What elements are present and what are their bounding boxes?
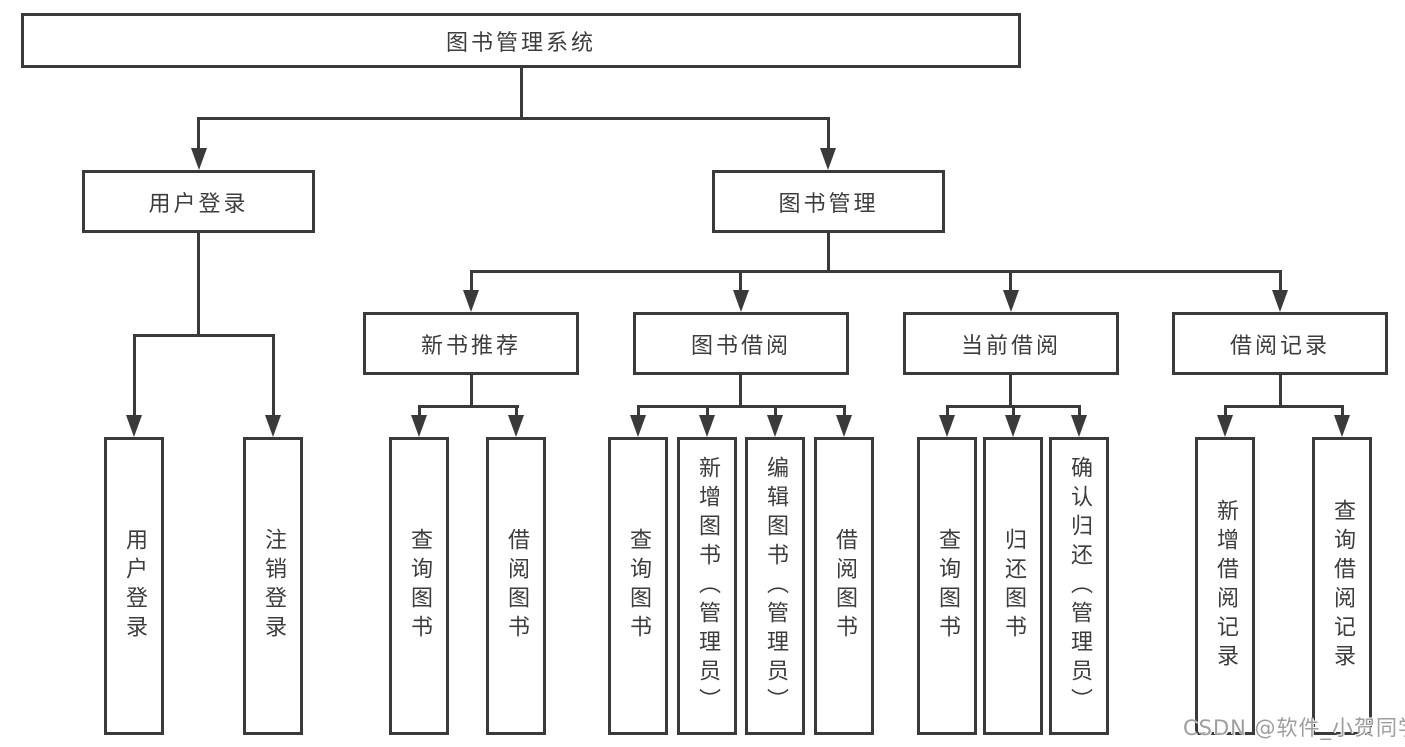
arrow-down-icon: [1003, 290, 1019, 312]
arrow-down-icon: [1071, 415, 1087, 437]
leaf-borrow-query: 查询图书: [608, 437, 668, 735]
node-user-login: 用户登录: [82, 170, 315, 233]
connector-drop: [637, 405, 640, 418]
connector-drop: [1012, 405, 1015, 418]
connector-drop: [946, 405, 949, 418]
leaf-query-borrow-record: 查询借阅记录: [1312, 437, 1372, 735]
leaf-confirm-return-admin-label: 确认归还（管理员）: [1067, 455, 1092, 717]
arrow-down-icon: [1005, 415, 1021, 437]
node-root-label: 图书管理系统: [445, 30, 596, 56]
node-book-borrow-label: 图书借阅: [690, 333, 791, 359]
node-book-borrow: 图书借阅: [633, 312, 849, 375]
leaf-borrow-query-label: 查询图书: [626, 528, 651, 644]
arrow-down-icon: [630, 415, 646, 437]
connector-root-hbar: [197, 117, 830, 120]
leaf-confirm-return-admin: 确认归还（管理员）: [1049, 437, 1109, 735]
connector-borrow-records-drop: [1279, 270, 1282, 292]
connector-current-borrow-stem: [1009, 373, 1012, 408]
leaf-logout-label: 注销登录: [261, 528, 286, 644]
connector-new-book-stem: [470, 373, 473, 408]
leaf-new-book-borrow-label: 借阅图书: [504, 528, 529, 644]
connector-drop: [1078, 405, 1081, 418]
leaf-borrow-book: 借阅图书: [814, 437, 874, 735]
connector-drop: [1224, 405, 1227, 418]
node-book-management: 图书管理: [712, 170, 945, 233]
leaf-logout: 注销登录: [243, 437, 303, 735]
leaf-edit-book-admin: 编辑图书（管理员）: [745, 437, 805, 735]
connector-book-borrow-drop: [739, 270, 742, 292]
connector-drop: [774, 405, 777, 418]
arrow-down-icon: [463, 290, 479, 312]
arrow-down-icon: [411, 415, 427, 437]
arrow-down-icon: [767, 415, 783, 437]
leaf-new-book-query-label: 查询图书: [407, 528, 432, 644]
connector-book-mgmt-drop: [827, 117, 830, 151]
leaf-borrow-book-label: 借阅图书: [832, 528, 857, 644]
leaf-return-book: 归还图书: [983, 437, 1043, 735]
leaf-user-login: 用户登录: [104, 437, 164, 735]
connector-leaf-login-drop: [133, 334, 136, 418]
leaf-current-query-label: 查询图书: [935, 528, 960, 644]
node-borrow-records: 借阅记录: [1172, 312, 1388, 375]
connector-drop: [843, 405, 846, 418]
leaf-current-query: 查询图书: [917, 437, 977, 735]
arrow-down-icon: [126, 415, 142, 437]
connector-book-borrow-stem: [739, 373, 742, 408]
node-new-book-recommend-label: 新书推荐: [420, 333, 521, 359]
node-borrow-records-label: 借阅记录: [1229, 333, 1330, 359]
connector-current-borrow-drop: [1009, 270, 1012, 292]
node-new-book-recommend: 新书推荐: [363, 312, 579, 375]
node-current-borrow: 当前借阅: [903, 312, 1119, 375]
arrow-down-icon: [939, 415, 955, 437]
arrow-down-icon: [1334, 415, 1350, 437]
leaf-return-book-label: 归还图书: [1001, 528, 1026, 644]
arrow-down-icon: [191, 148, 207, 170]
leaf-query-borrow-record-label: 查询借阅记录: [1330, 499, 1355, 673]
connector-user-login-stem: [197, 231, 200, 337]
leaf-add-book-admin: 新增图书（管理员）: [677, 437, 737, 735]
arrow-down-icon: [733, 290, 749, 312]
connector-book-mgmt-stem: [827, 231, 830, 273]
arrow-down-icon: [1272, 290, 1288, 312]
leaf-add-borrow-record-label: 新增借阅记录: [1213, 499, 1238, 673]
connector-drop: [706, 405, 709, 418]
connector-borrow-records-stem: [1279, 373, 1282, 408]
node-book-management-label: 图书管理: [778, 191, 879, 217]
connector-user-login-drop: [197, 117, 200, 151]
arrow-down-icon: [1217, 415, 1233, 437]
arrow-down-icon: [265, 415, 281, 437]
csdn-watermark: CSDN @软件_小贺同学: [1183, 716, 1405, 740]
node-root-system: 图书管理系统: [21, 13, 1021, 68]
arrow-down-icon: [820, 148, 836, 170]
connector-new-book-hbar: [418, 405, 519, 408]
connector-drop: [418, 405, 421, 418]
node-current-borrow-label: 当前借阅: [960, 333, 1061, 359]
connector-drop: [515, 405, 518, 418]
connector-leaf-logout-drop: [272, 334, 275, 418]
leaf-add-borrow-record: 新增借阅记录: [1195, 437, 1255, 735]
connector-user-login-hbar: [133, 334, 275, 337]
connector-book-mgmt-hbar: [470, 270, 1282, 273]
arrow-down-icon: [699, 415, 715, 437]
leaf-add-book-admin-label: 新增图书（管理员）: [695, 455, 720, 717]
connector-new-book-drop: [470, 270, 473, 292]
leaf-user-login-label: 用户登录: [122, 528, 147, 644]
connector-drop: [1341, 405, 1344, 418]
connector-book-borrow-hbar: [637, 405, 846, 408]
arrow-down-icon: [508, 415, 524, 437]
node-user-login-label: 用户登录: [148, 191, 249, 217]
connector-borrow-records-hbar: [1224, 405, 1343, 408]
leaf-edit-book-admin-label: 编辑图书（管理员）: [763, 455, 788, 717]
arrow-down-icon: [836, 415, 852, 437]
leaf-new-book-borrow: 借阅图书: [486, 437, 546, 735]
connector-root-stem: [520, 66, 523, 119]
leaf-new-book-query: 查询图书: [389, 437, 449, 735]
